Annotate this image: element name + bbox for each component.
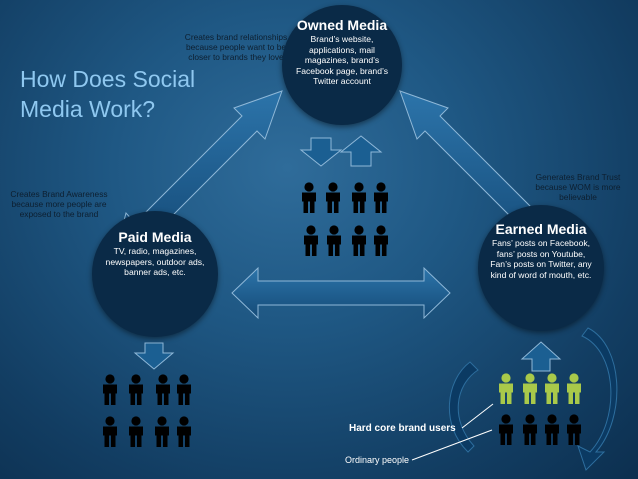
person-icon [326, 182, 340, 213]
person-icon [352, 182, 366, 213]
owned-media-heading: Owned Media [296, 17, 388, 33]
page-title: How Does Social Media Work? [20, 66, 196, 122]
person-icon [129, 416, 143, 447]
person-icon [523, 373, 537, 404]
person-icon [304, 225, 318, 256]
curve-arrow-left [448, 361, 479, 453]
person-icon [129, 374, 143, 405]
person-icon [103, 374, 117, 405]
ordinary-label: Ordinary people [345, 455, 410, 465]
pointer-ordinary [411, 429, 493, 461]
note-awareness: Creates Brand Awareness because more peo… [10, 189, 108, 219]
paid-media-circle: Paid Media TV, radio, magazines, newspap… [92, 211, 218, 337]
arrow-down-paid [133, 342, 175, 370]
person-icon [545, 414, 559, 445]
note-trust: Generates Brand Trust because WOM is mor… [535, 172, 621, 202]
arrow-up-owned [339, 135, 383, 167]
crowd-owned [302, 182, 388, 256]
person-icon [567, 414, 581, 445]
person-icon [327, 225, 341, 256]
earned-media-heading: Earned Media [495, 221, 587, 237]
crowd-earned-hardcore [499, 373, 581, 404]
person-icon [352, 225, 366, 256]
person-icon [567, 373, 581, 404]
person-icon [374, 182, 388, 213]
crowd-earned-ordinary [499, 414, 581, 445]
pointer-hard-core [461, 403, 494, 429]
owned-media-body: Brand’s website, applications, mail maga… [295, 34, 389, 87]
person-icon [302, 182, 316, 213]
person-icon [499, 373, 513, 404]
arrow-paid-earned [231, 266, 451, 320]
arrow-down-owned [299, 137, 343, 167]
curve-arrow-right [577, 327, 618, 471]
person-icon [177, 416, 191, 447]
paid-media-heading: Paid Media [118, 229, 192, 245]
person-icon [374, 225, 388, 256]
person-icon [177, 374, 191, 405]
owned-media-circle: Owned Media Brand’s website, application… [282, 5, 402, 125]
person-icon [499, 414, 513, 445]
person-icon [156, 374, 170, 405]
person-icon [155, 416, 169, 447]
note-relationships: Creates brand relationships because peop… [184, 32, 288, 62]
person-icon [523, 414, 537, 445]
earned-media-body: Fans’ posts on Facebook, fans’ posts on … [490, 238, 592, 280]
person-icon [545, 373, 559, 404]
arrow-up-earned [520, 341, 562, 372]
crowd-paid [103, 374, 191, 447]
hard-core-label: Hard core brand users [349, 423, 456, 434]
person-icon [103, 416, 117, 447]
paid-media-body: TV, radio, magazines, newspapers, outdoo… [105, 246, 205, 278]
earned-media-circle: Earned Media Fans’ posts on Facebook, fa… [478, 205, 604, 331]
